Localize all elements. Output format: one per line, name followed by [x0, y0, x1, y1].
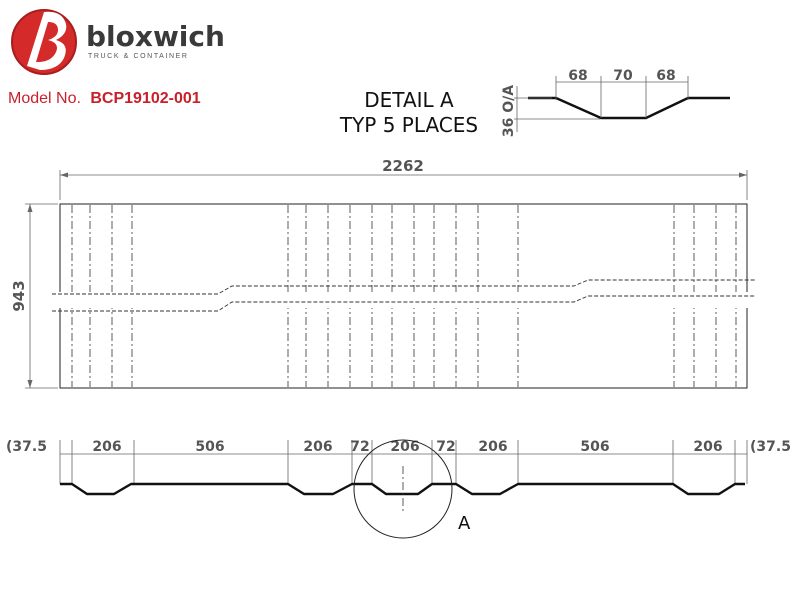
profile-end-right: (37.5	[750, 439, 791, 455]
profile-end-left: (37.5	[6, 439, 47, 455]
plan-height-label: 943	[10, 280, 28, 311]
detail-a-drawing: 68 70 68 36 O/A	[501, 68, 730, 137]
break-lines	[52, 279, 756, 312]
detail-subtitle: TYP 5 PLACES	[339, 113, 478, 137]
detail-dim-68-left: 68	[568, 68, 587, 84]
model-number: BCP19102-001	[90, 90, 200, 107]
profile-dim-506: 506	[195, 439, 224, 455]
arrow-head-icon	[27, 204, 33, 212]
detail-dim-70: 70	[613, 68, 633, 84]
profile-extension-lines	[59, 440, 748, 484]
detail-dim-68-right: 68	[656, 68, 675, 84]
brand-logo: bloxwich TRUCK & CONTAINER	[11, 9, 225, 75]
profile-dim-206: 206	[693, 439, 722, 455]
profile-dim-206: 206	[478, 439, 507, 455]
detail-a-callout-circle	[353, 439, 453, 539]
detail-height-label: 36 O/A	[501, 85, 517, 137]
profile-dim-506: 506	[580, 439, 609, 455]
logo-ring	[11, 9, 77, 75]
break-line-lower	[52, 295, 756, 312]
detail-ref-label: A	[458, 513, 471, 534]
profile-dim-206: 206	[303, 439, 332, 455]
plan-width-label: 2262	[382, 157, 424, 175]
profile-outline	[60, 482, 745, 496]
profile-dim-206: 206	[92, 439, 121, 455]
brand-tagline: TRUCK & CONTAINER	[88, 53, 189, 60]
arrow-head-icon	[60, 172, 68, 178]
profile-view: (37.5 (37.5 206 506 206 72 206 72 206 50…	[6, 439, 791, 539]
profile-dim-72: 72	[350, 439, 369, 455]
arrow-head-icon	[739, 172, 747, 178]
break-gap	[52, 292, 756, 308]
logo-b-inner-icon	[36, 22, 58, 62]
profile-dim-206: 206	[390, 439, 419, 455]
plan-view: 2262 943	[10, 157, 756, 389]
brand-name: bloxwich	[86, 20, 225, 53]
detail-profile	[528, 96, 730, 120]
model-label: Model No.	[8, 90, 81, 107]
detail-title: DETAIL A	[364, 88, 454, 112]
arrow-head-icon	[27, 380, 33, 388]
model-number-line: Model No. BCP19102-001	[8, 90, 201, 107]
profile-dim-72: 72	[436, 439, 455, 455]
break-line-upper	[52, 279, 756, 295]
